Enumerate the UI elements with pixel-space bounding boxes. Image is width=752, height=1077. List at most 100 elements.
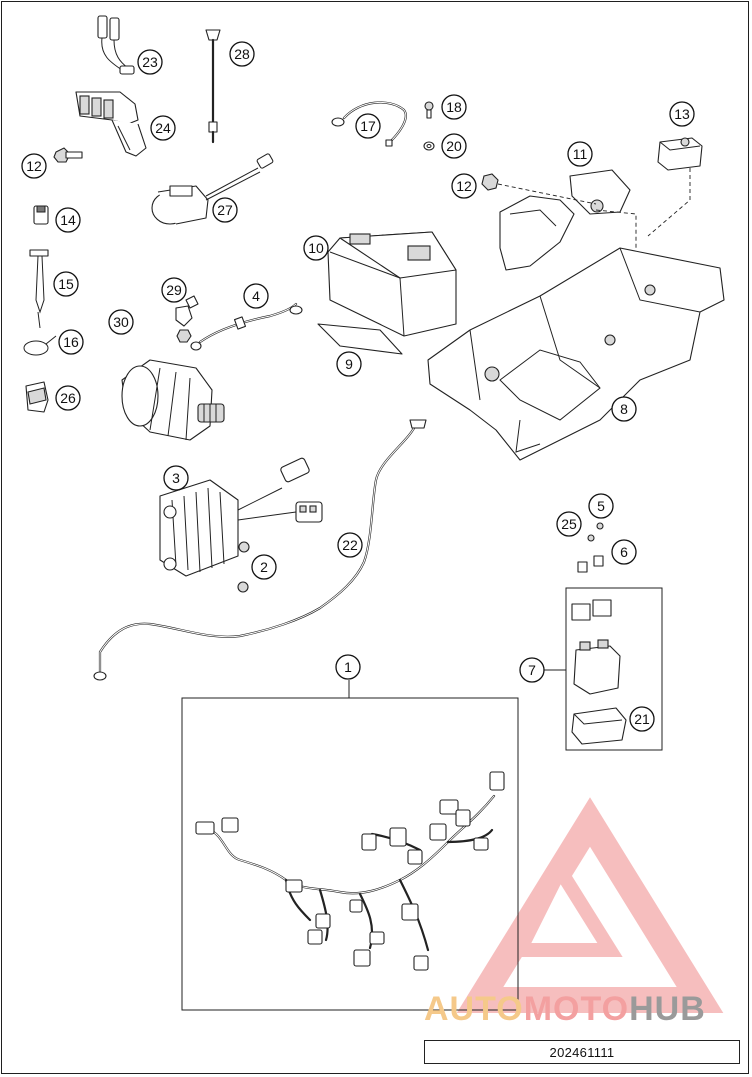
svg-text:4: 4: [252, 288, 260, 304]
svg-text:9: 9: [345, 356, 353, 372]
callout-8: 8: [611, 396, 637, 422]
svg-text:20: 20: [446, 138, 462, 154]
svg-text:17: 17: [360, 118, 376, 134]
svg-text:8: 8: [620, 401, 628, 417]
callout-4: 4: [243, 283, 269, 309]
svg-text:29: 29: [166, 282, 182, 298]
callout-22: 22: [337, 532, 363, 558]
part-21-relay: [571, 707, 627, 745]
svg-text:15: 15: [58, 276, 74, 292]
part-11-clamp: [499, 169, 631, 271]
part-12-bolt-left: [53, 147, 83, 163]
callout-24: 24: [150, 115, 176, 141]
svg-text:24: 24: [155, 120, 171, 136]
callout-3: 3: [163, 465, 189, 491]
callout-12-right: 12: [451, 173, 477, 199]
part-8-subframe: [427, 247, 725, 461]
assembly-leader-lines: [497, 168, 691, 248]
part-18-screw: [424, 101, 434, 119]
part-23-connector: [97, 15, 135, 75]
svg-text:27: 27: [217, 202, 233, 218]
part-20-washer: [423, 141, 435, 151]
callout-27: 27: [212, 197, 238, 223]
part-15-strap: [29, 249, 49, 329]
callout-10: 10: [303, 235, 329, 261]
part-26-cap: [25, 381, 49, 413]
svg-text:21: 21: [634, 711, 650, 727]
svg-text:18: 18: [446, 99, 462, 115]
part-3-regulator: [159, 457, 323, 577]
starter-motor: [121, 359, 225, 441]
part-6-fuses: [577, 555, 604, 573]
callout-9: 9: [336, 351, 362, 377]
svg-text:1: 1: [344, 659, 352, 675]
watermark-logo: [456, 797, 724, 1013]
svg-text:23: 23: [142, 54, 158, 70]
svg-text:5: 5: [597, 498, 605, 514]
callout-29: 29: [161, 277, 187, 303]
part-29-cap: [175, 295, 199, 327]
part-30-nut: [176, 329, 192, 343]
svg-text:6: 6: [620, 544, 628, 560]
svg-text:28: 28: [234, 46, 250, 62]
callout-16: 16: [58, 329, 84, 355]
callout-1: 1: [335, 654, 361, 680]
part-9-battery-pad: [317, 323, 403, 355]
callout-23: 23: [137, 49, 163, 75]
part-4-cable: [190, 302, 303, 351]
callout-28: 28: [229, 41, 255, 67]
callout-12-left: 12: [21, 153, 47, 179]
svg-text:11: 11: [573, 146, 588, 162]
svg-text:2: 2: [260, 559, 268, 575]
callout-25: 25: [556, 511, 582, 537]
part-28-cable-rod: [205, 29, 221, 144]
reference-number: 202461111: [549, 1044, 615, 1060]
callout-11: 11: [567, 141, 593, 167]
part-10-battery: [327, 231, 457, 337]
callout-7: 7: [519, 657, 545, 683]
svg-text:25: 25: [561, 516, 577, 532]
svg-text:16: 16: [63, 334, 79, 350]
watermark-part-moto: MOTO: [523, 990, 630, 1028]
callout-18: 18: [441, 94, 467, 120]
part-17-ground-cable: [331, 101, 407, 147]
part-5-screw: [596, 522, 604, 530]
callout-6: 6: [611, 539, 637, 565]
callout-26: 26: [55, 385, 81, 411]
svg-text:22: 22: [342, 537, 358, 553]
svg-text:12: 12: [26, 158, 42, 174]
callout-20: 20: [441, 133, 467, 159]
part-14-fuse: [33, 205, 49, 225]
part-2-screws: [237, 541, 250, 593]
svg-text:3: 3: [172, 470, 180, 486]
svg-text:13: 13: [674, 106, 690, 122]
wiring-harness: [195, 771, 505, 971]
svg-text:12: 12: [456, 178, 472, 194]
watermark-part-hub: HUB: [629, 990, 706, 1028]
part-7-relay-kit-box: [565, 587, 663, 751]
watermark-text: AUTOMOTOHUB: [424, 992, 706, 1026]
svg-text:10: 10: [308, 240, 324, 256]
part-16-cable-tie: [23, 335, 57, 356]
part-27-solenoid: [151, 153, 274, 225]
svg-text:7: 7: [528, 662, 536, 678]
callout-17: 17: [355, 113, 381, 139]
svg-text:26: 26: [60, 390, 76, 406]
part-1-wiring-harness-box: [181, 680, 519, 1011]
callout-21: 21: [629, 706, 655, 732]
callout-15: 15: [53, 271, 79, 297]
reference-number-box: 202461111: [424, 1040, 740, 1064]
svg-text:14: 14: [60, 212, 76, 228]
part-22-main-cable: [93, 419, 427, 681]
part-25-screw: [587, 534, 595, 542]
watermark-part-auto: AUTO: [424, 990, 524, 1028]
callout-14: 14: [55, 207, 81, 233]
callout-2: 2: [251, 554, 277, 580]
callout-5: 5: [588, 493, 614, 519]
part-12-nut-right: [481, 173, 499, 191]
part-24-fuse-holder: [75, 91, 147, 157]
part-13-relay: [657, 137, 703, 171]
svg-text:30: 30: [113, 314, 129, 330]
callout-30: 30: [108, 309, 134, 335]
